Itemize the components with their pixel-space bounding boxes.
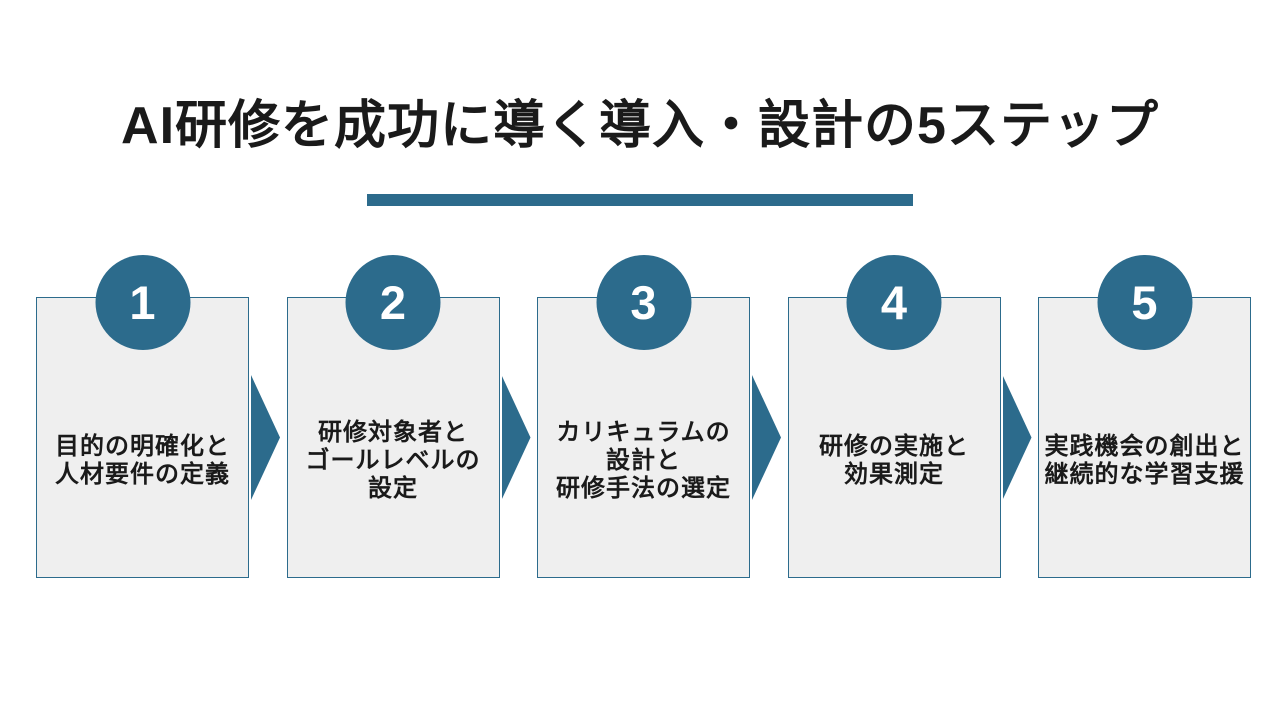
step-2-line-2: ゴールレベルの — [305, 446, 481, 474]
step-1-number-badge: 1 — [95, 255, 190, 350]
step-5-number-badge: 5 — [1097, 255, 1192, 350]
step-4: 4 研修の実施と 効果測定 — [787, 255, 1001, 578]
arrow-cell-4 — [1001, 297, 1039, 578]
step-2: 2 研修対象者と ゴールレベルの 設定 — [286, 255, 500, 578]
step-3-line-3: 研修手法の選定 — [556, 474, 731, 502]
arrow-cell-2 — [500, 297, 538, 578]
step-2-number: 2 — [379, 276, 407, 329]
step-2-number-badge: 2 — [345, 255, 441, 350]
step-3-line-2: 設計と — [606, 446, 681, 474]
arrow-right-icon — [752, 375, 781, 500]
page-title: AI研修を成功に導く導入・設計の5ステップ — [121, 97, 1159, 155]
arrow-right-icon — [1002, 375, 1032, 500]
step-1-number: 1 — [129, 276, 156, 329]
step-4-line-1: 研修の実施と — [819, 432, 969, 460]
step-3-number-badge: 3 — [596, 255, 691, 350]
step-3-line-1: カリキュラムの — [556, 418, 731, 446]
arrow-right-icon — [501, 375, 531, 500]
step-4-number-badge: 4 — [846, 255, 942, 350]
arrow-right-icon — [251, 375, 280, 500]
steps-row: 1 目的の明確化と 人材要件の定義 2 研修対象者と ゴールレベルの 設定 — [36, 255, 1251, 578]
step-3-number: 3 — [630, 276, 657, 329]
title-underline-bar — [367, 194, 913, 206]
arrow-cell-1 — [249, 297, 287, 578]
step-4-line-2: 効果測定 — [844, 460, 944, 488]
step-5-number: 5 — [1131, 276, 1158, 329]
step-1-line-2: 人材要件の定義 — [55, 460, 230, 488]
step-2-line-3: 設定 — [368, 474, 418, 502]
step-2-box: 研修対象者と ゴールレベルの 設定 — [286, 297, 500, 578]
step-2-line-1: 研修対象者と — [318, 418, 468, 446]
step-5-line-1: 実践機会の創出と — [1044, 432, 1245, 460]
step-1-line-1: 目的の明確化と — [55, 432, 230, 460]
step-5: 5 実践機会の創出と 継続的な学習支援 — [1038, 255, 1251, 578]
step-4-number: 4 — [880, 276, 908, 329]
step-5-line-2: 継続的な学習支援 — [1044, 460, 1245, 488]
step-1: 1 目的の明確化と 人材要件の定義 — [36, 255, 249, 578]
step-3: 3 カリキュラムの 設計と 研修手法の選定 — [537, 255, 750, 578]
arrow-cell-3 — [750, 297, 788, 578]
